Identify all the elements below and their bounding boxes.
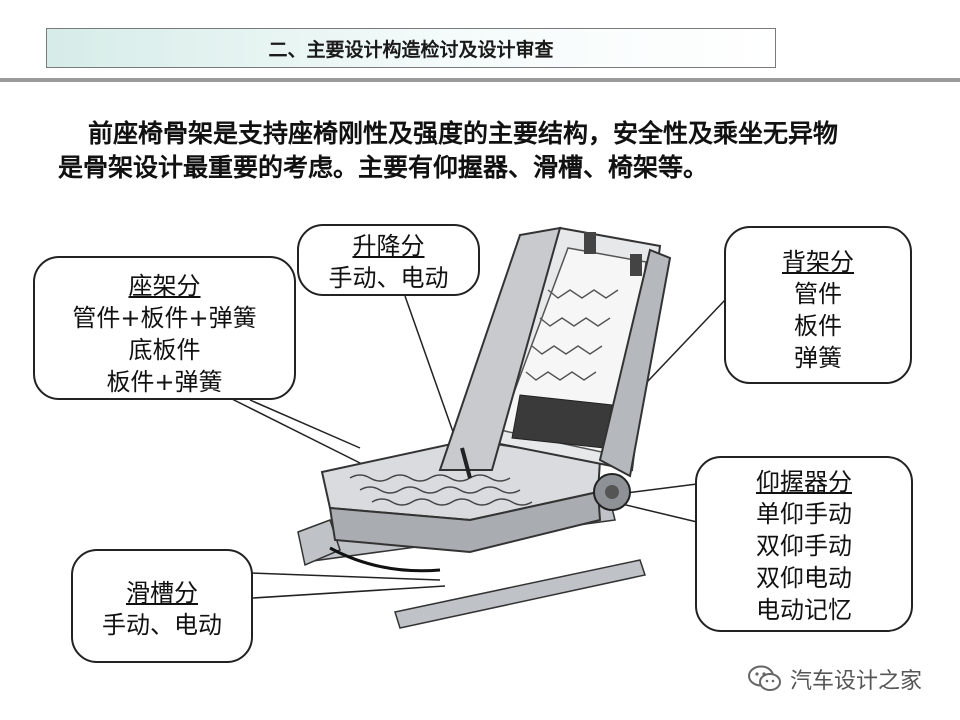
wechat-icon: [748, 665, 781, 691]
callout-back-frame-item: 管件: [794, 280, 842, 308]
callout-lift: 升降分 手动、电动: [297, 224, 480, 296]
callout-slide-rail-item: 手动、电动: [102, 611, 222, 639]
callout-recliner-title: 仰握器分: [756, 468, 852, 496]
callout-back-frame: 背架分 管件 板件 弹簧: [724, 226, 912, 384]
callout-seat-frame-item: 板件+弹簧: [106, 368, 223, 396]
callout-seat-frame-title: 座架分: [128, 272, 201, 300]
callout-back-frame-item: 弹簧: [794, 344, 842, 372]
callout-seat-frame: 座架分 管件+板件+弹簧 底板件 板件+弹簧: [33, 256, 296, 400]
callout-recliner: 仰握器分 单仰手动 双仰手动 双仰电动 电动记忆: [695, 456, 913, 632]
intro-paragraph: 前座椅骨架是支持座椅刚性及强度的主要结构，安全性及乘坐无异物 是骨架设计最重要的…: [58, 117, 918, 185]
intro-line-2: 是骨架设计最重要的考虑。主要有仰握器、滑槽、椅架等。: [58, 153, 709, 182]
callout-lift-title: 升降分: [352, 232, 425, 260]
callout-slide-rail-title: 滑槽分: [126, 579, 198, 607]
callout-recliner-item: 电动记忆: [756, 596, 852, 624]
callout-lift-item: 手动、电动: [328, 264, 449, 292]
callout-seat-frame-item: 管件+板件+弹簧: [72, 304, 257, 332]
slide-title: 二、主要设计构造检讨及设计审查: [46, 28, 776, 68]
wechat-watermark: 汽车设计之家: [748, 664, 922, 694]
header-divider: [0, 78, 960, 82]
callout-slide-rail: 滑槽分 手动、电动: [71, 549, 253, 663]
callout-recliner-item: 双仰手动: [756, 532, 852, 560]
intro-line-1: 前座椅骨架是支持座椅刚性及强度的主要结构，安全性及乘坐无异物: [88, 119, 839, 148]
callout-back-frame-title: 背架分: [782, 248, 854, 276]
callout-recliner-item: 单仰手动: [756, 500, 852, 528]
callout-recliner-item: 双仰电动: [756, 564, 852, 592]
watermark-text: 汽车设计之家: [790, 669, 923, 694]
callout-seat-frame-item: 底板件: [128, 336, 201, 364]
callout-back-frame-item: 板件: [794, 312, 842, 340]
